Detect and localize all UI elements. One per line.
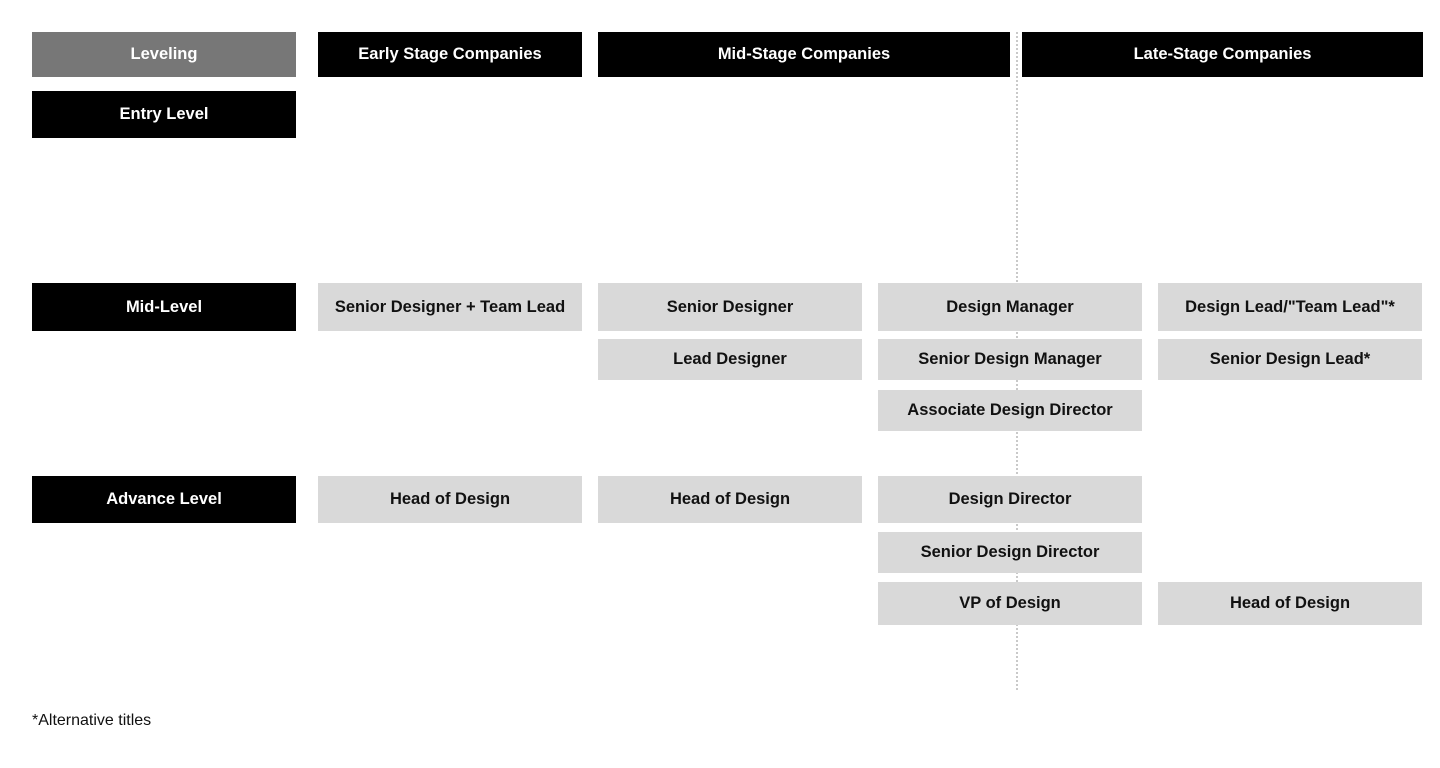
leveling-header: Leveling — [32, 32, 296, 77]
advance-mid-b-title-3: VP of Design — [878, 582, 1142, 625]
early-stage-header: Early Stage Companies — [318, 32, 582, 77]
mid-mid-b-title-1: Design Manager — [878, 283, 1142, 331]
advance-early-title-1: Head of Design — [318, 476, 582, 523]
mid-late-title-1: Design Lead/"Team Lead"* — [1158, 283, 1422, 331]
mid-mid-a-title-2: Lead Designer — [598, 339, 862, 380]
advance-mid-b-title-1: Design Director — [878, 476, 1142, 523]
late-stage-header: Late-Stage Companies — [1022, 32, 1423, 77]
mid-level-label: Mid-Level — [32, 283, 296, 331]
advance-late-title-1: Head of Design — [1158, 582, 1422, 625]
advance-mid-b-title-2: Senior Design Director — [878, 532, 1142, 573]
mid-late-title-2: Senior Design Lead* — [1158, 339, 1422, 380]
mid-mid-b-title-2: Senior Design Manager — [878, 339, 1142, 380]
entry-level-label: Entry Level — [32, 91, 296, 138]
mid-mid-b-title-3: Associate Design Director — [878, 390, 1142, 431]
advance-mid-a-title-1: Head of Design — [598, 476, 862, 523]
mid-mid-a-title-1: Senior Designer — [598, 283, 862, 331]
footnote: *Alternative titles — [32, 712, 152, 729]
advance-level-label: Advance Level — [32, 476, 296, 523]
mid-early-title-1: Senior Designer + Team Lead — [318, 283, 582, 331]
mid-stage-header: Mid-Stage Companies — [598, 32, 1010, 77]
